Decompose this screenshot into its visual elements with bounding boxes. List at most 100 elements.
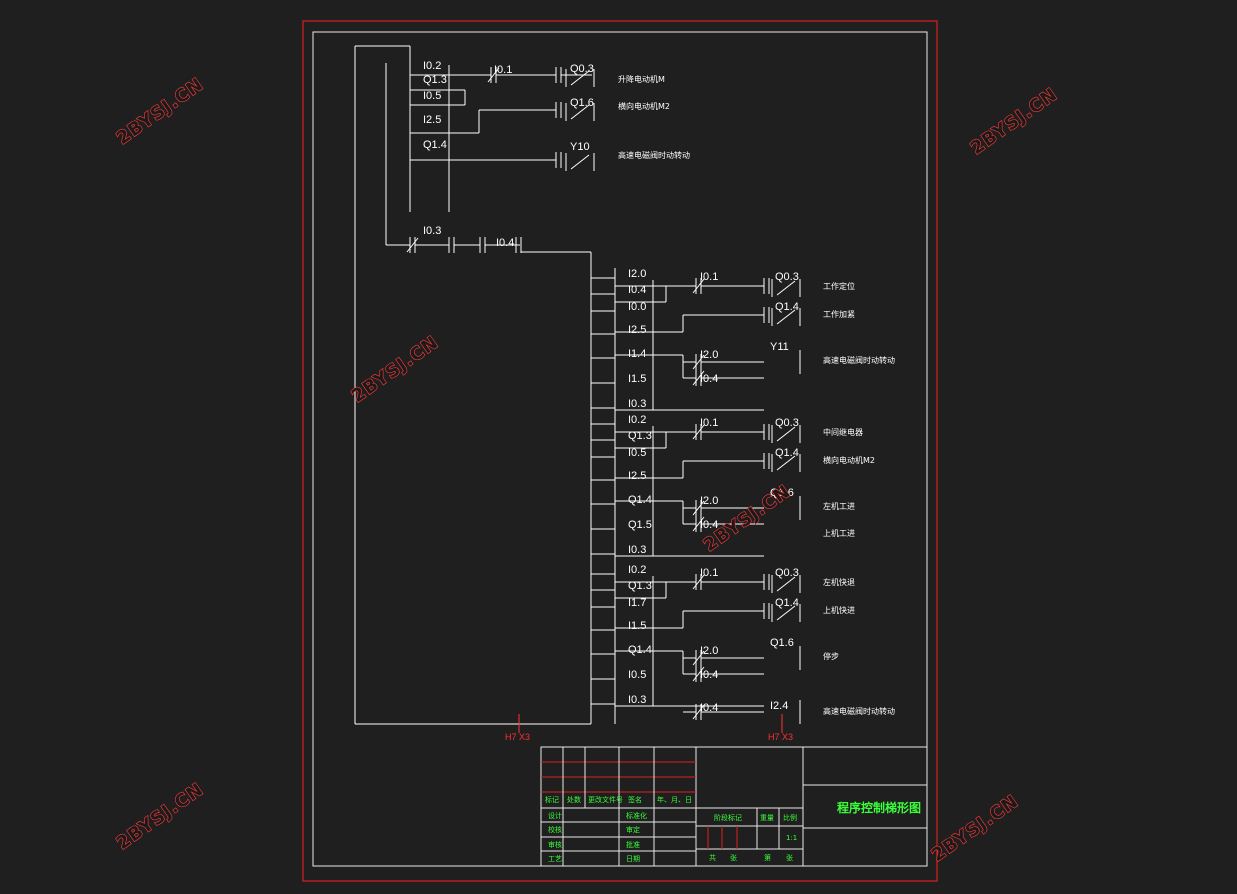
coil-label: Q0.3 (775, 567, 799, 579)
contact-nc (692, 650, 705, 666)
coil-slash (570, 104, 590, 120)
contact-nc (692, 354, 705, 370)
input-label: I0.5 (628, 447, 646, 459)
coil-label: Q1.4 (775, 301, 799, 313)
tb-row-date: 日期 (626, 855, 640, 863)
contact-nc (692, 704, 705, 720)
input-label: I0.2 (628, 564, 646, 576)
coil-label: Q1.4 (775, 447, 799, 459)
contact-label: I2.0 (700, 645, 718, 657)
contact-nc (692, 500, 705, 516)
contact-nc (692, 278, 705, 294)
contact-label: I2.0 (700, 495, 718, 507)
contact-label: I0.1 (700, 567, 718, 579)
watermark: 2BYSJ.CN (967, 84, 1062, 159)
coil-label: Q0.3 (775, 417, 799, 429)
input-label: I0.5 (628, 669, 646, 681)
input-label: Q1.4 (628, 494, 652, 506)
input-label: I0.0 (628, 301, 646, 313)
coil-description: 升降电动机M (618, 74, 665, 84)
tb-header-mark: 标记 (545, 795, 559, 804)
input-label: Q1.4 (628, 644, 652, 656)
input-label: I0.5 (423, 90, 441, 102)
coil-label: Y10 (570, 141, 590, 153)
coil-description: 工作加紧 (823, 309, 855, 319)
contact-label: I0.4 (700, 702, 718, 714)
ladder-logic (354, 45, 801, 725)
contact-nc (692, 666, 705, 682)
input-label: Q1.3 (628, 430, 652, 442)
contact-nc (692, 516, 705, 532)
coil-label: I2.4 (770, 700, 788, 712)
coil-slash (776, 426, 796, 442)
input-label: I0.4 (628, 284, 646, 296)
coil-slash (570, 154, 590, 170)
break-marks: H7 X3 H7 X3 (505, 714, 793, 742)
coil-description: 上机工进 (823, 528, 855, 538)
coil-slash (776, 309, 796, 325)
coil-label: Q1.6 (770, 637, 794, 649)
input-label: I1.5 (628, 373, 646, 385)
input-label: Q1.4 (423, 139, 447, 151)
tb-row-review: 审核 (548, 840, 562, 849)
tb-header-date: 年、月、日 (657, 795, 692, 804)
tb-footer-sheet: 张 (786, 853, 793, 862)
contact-label: I0.4 (496, 237, 514, 249)
tb-row-design: 设计 (548, 811, 562, 820)
input-label: I0.3 (628, 398, 646, 410)
coil-description: 高速电磁阀时动转动 (823, 706, 895, 716)
contact-nc (692, 370, 705, 386)
tb-row-approve: 审定 (626, 825, 640, 834)
contact-label: I0.1 (700, 271, 718, 283)
coil-description: 中间继电器 (823, 427, 863, 437)
contact-nc (406, 237, 419, 253)
coil-description: 上机快进 (823, 605, 855, 615)
coil-description: 高速电磁阀时动转动 (618, 150, 690, 160)
coil-description: 横向电动机M2 (618, 101, 670, 111)
tb-weight: 重量 (760, 814, 774, 822)
tb-row-process: 工艺 (548, 855, 562, 863)
coil-slash (776, 605, 796, 621)
tb-scale-value: 1:1 (786, 834, 797, 842)
title-block: 标记 处数 更改文件号 签名 年、月、日 设计 校核 审核 工艺 标准化 审定 … (540, 746, 928, 867)
break-mark-right: H7 X3 (768, 732, 793, 742)
input-label: I1.7 (628, 597, 646, 609)
contact-nc (487, 67, 500, 83)
contact-label: Q1.6 (570, 97, 594, 109)
watermark: 2BYSJ.CN (348, 332, 443, 407)
drawing-title: 程序控制梯形图 (837, 800, 921, 815)
coil-description: 工作定位 (823, 281, 855, 291)
input-label: Q1.3 (423, 74, 447, 86)
contact-label: Q0.3 (570, 63, 594, 75)
tb-row-standard: 标准化 (626, 811, 647, 820)
input-label: I2.0 (628, 268, 646, 280)
contact-label: I0.4 (700, 519, 718, 531)
tb-stage-mark: 阶段标记 (714, 813, 742, 822)
tb-scale-header: 比例 (783, 813, 797, 822)
contact-label: I0.4 (700, 373, 718, 385)
coil-slash (776, 455, 796, 471)
coil-description: 左机快退 (823, 577, 855, 587)
input-label: I0.2 (423, 60, 441, 72)
contact-label: I0.4 (700, 669, 718, 681)
input-label: I2.5 (423, 114, 441, 126)
input-label: I0.3 (423, 225, 441, 237)
tb-row-ratify: 批准 (626, 840, 640, 849)
contact-label: I0.1 (700, 417, 718, 429)
coil-label: Q0.3 (775, 271, 799, 283)
input-label: I1.4 (628, 348, 646, 360)
input-label: I2.5 (628, 470, 646, 482)
coil-description: 高速电磁阀时动转动 (823, 355, 895, 365)
input-label: Q1.5 (628, 519, 652, 531)
tb-footer-sheets: 张 (730, 853, 737, 862)
tb-footer-num: 第 (764, 853, 771, 862)
break-mark-left: H7 X3 (505, 732, 530, 742)
contact-nc (692, 574, 705, 590)
input-label: I0.2 (628, 414, 646, 426)
tb-header-sign: 签名 (628, 795, 642, 804)
coil-slash (570, 70, 590, 86)
tb-header-count: 处数 (567, 795, 581, 804)
watermark: 2BYSJ.CN (928, 791, 1023, 866)
input-label: I1.5 (628, 620, 646, 632)
